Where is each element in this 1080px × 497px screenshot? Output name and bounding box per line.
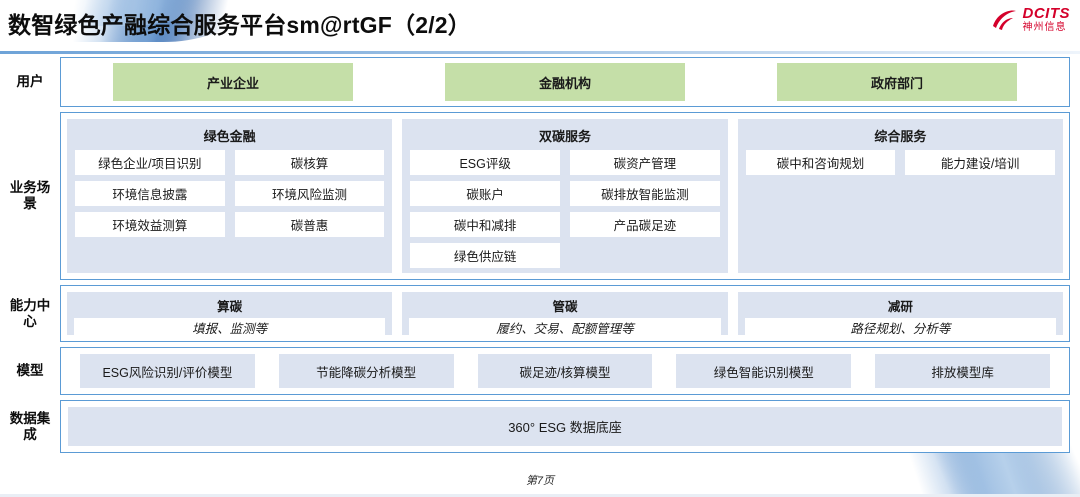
capability-group-manage-carbon[interactable]: 管碳 履约、交易、配额管理等 [402,292,728,337]
business-group-comprehensive: 综合服务 碳中和咨询规划 能力建设/培训 [737,119,1063,273]
business-group-dual-carbon: 双碳服务 ESG评级 碳资产管理 碳账户 碳排放智能监测 碳中和减排 产品碳足迹… [402,119,728,273]
row-users: 用户 产业企业 金融机构 政府部门 [0,57,1080,107]
model-cell: 节能降碳分析模型 [267,354,466,388]
capability-title: 管碳 [552,300,578,314]
group-title: 双碳服务 [538,129,591,144]
user-cell: 政府部门 [731,63,1063,101]
user-cell: 产业企业 [67,63,399,101]
company-logo: DCITS 神州信息 [990,6,1071,33]
capability-group-calc-carbon[interactable]: 算碳 填报、监测等 [67,292,393,337]
row-label-capability: 能力中心 [9,297,51,329]
data-foundation-box[interactable]: 360° ESG 数据底座 [68,407,1062,446]
model-box[interactable]: 排放模型库 [875,354,1051,388]
group-item-grid: ESG评级 碳资产管理 碳账户 碳排放智能监测 碳中和减排 产品碳足迹 绿色供应… [410,150,720,268]
row-label-users: 用户 [16,74,44,90]
row-label-data: 数据集成 [9,410,51,442]
business-item[interactable]: 环境风险监测 [234,181,385,206]
user-cell: 金融机构 [399,63,731,101]
page-title: 数智绿色产融综合服务平台sm@rtGF（2/2） [8,12,471,38]
model-cell: ESG风险识别/评价模型 [68,354,267,388]
row-panel-users: 产业企业 金融机构 政府部门 [60,57,1070,107]
group-title: 综合服务 [874,129,927,144]
business-item[interactable]: 环境信息披露 [75,181,225,206]
business-group-green-finance: 绿色金融 绿色企业/项目识别 碳核算 环境信息披露 环境风险监测 环境效益测算 … [67,119,393,273]
capability-subtitle: 履约、交易、配额管理等 [409,318,721,337]
business-item[interactable]: 碳中和减排 [410,212,560,237]
user-box-industry[interactable]: 产业企业 [113,63,353,101]
row-panel-capability: 算碳 填报、监测等 管碳 履约、交易、配额管理等 减研 路径规划、分析等 [60,285,1070,342]
capability-title: 减研 [887,300,913,314]
business-item[interactable]: 碳账户 [410,181,560,206]
row-panel-business: 绿色金融 绿色企业/项目识别 碳核算 环境信息披露 环境风险监测 环境效益测算 … [60,112,1070,280]
capability-subtitle: 填报、监测等 [74,318,386,337]
business-item[interactable]: 碳资产管理 [569,150,720,175]
row-capability-center: 能力中心 算碳 填报、监测等 管碳 履约、交易、配额管理等 减研 路径规划、分析… [0,285,1080,342]
capability-group-reduce-research[interactable]: 减研 路径规划、分析等 [737,292,1063,337]
model-cell: 排放模型库 [863,354,1062,388]
row-business-scenarios: 业务场景 绿色金融 绿色企业/项目识别 碳核算 环境信息披露 环境风险监测 环境… [0,112,1080,280]
user-box-government[interactable]: 政府部门 [777,63,1017,101]
business-item[interactable]: 绿色供应链 [410,243,560,268]
model-box[interactable]: ESG风险识别/评价模型 [79,354,255,388]
row-models: 模型 ESG风险识别/评价模型 节能降碳分析模型 碳足迹/核算模型 绿色智能识别… [0,347,1080,395]
logo-wordmark: DCITS 神州信息 [1023,6,1071,33]
architecture-diagram: 用户 产业企业 金融机构 政府部门 业务场景 绿色金融 绿色 [0,57,1080,472]
business-item-placeholder [570,243,720,268]
row-label-business: 业务场景 [9,180,51,211]
business-item[interactable]: 能力建设/培训 [905,150,1055,175]
row-panel-models: ESG风险识别/评价模型 节能降碳分析模型 碳足迹/核算模型 绿色智能识别模型 … [60,347,1070,395]
user-box-financial[interactable]: 金融机构 [445,63,685,101]
business-item[interactable]: ESG评级 [410,150,560,175]
row-panel-data: 360° ESG 数据底座 [60,400,1070,453]
business-item[interactable]: 绿色企业/项目识别 [75,150,225,175]
group-item-grid: 绿色企业/项目识别 碳核算 环境信息披露 环境风险监测 环境效益测算 碳普惠 [75,150,385,237]
row-label-model: 模型 [16,363,44,379]
model-box[interactable]: 绿色智能识别模型 [676,354,852,388]
business-item[interactable]: 碳核算 [234,150,385,175]
dcits-swirl-icon [992,10,1016,30]
group-title: 绿色金融 [203,129,256,144]
business-item[interactable]: 碳普惠 [234,212,385,237]
model-cell: 碳足迹/核算模型 [466,354,665,388]
slide-header: 数智绿色产融综合服务平台sm@rtGF（2/2） DCITS 神州信息 [0,0,1080,55]
capability-title: 算碳 [217,300,243,314]
business-item[interactable]: 产品碳足迹 [569,212,720,237]
business-item[interactable]: 碳排放智能监测 [569,181,720,206]
model-box[interactable]: 碳足迹/核算模型 [477,354,653,388]
page-footer: 第7页 [525,475,555,487]
logo-text-cn: 神州信息 [1022,22,1067,33]
header-divider [0,51,1080,54]
model-box[interactable]: 节能降碳分析模型 [278,354,454,388]
capability-subtitle: 路径规划、分析等 [744,318,1056,337]
model-cell: 绿色智能识别模型 [664,354,863,388]
business-item[interactable]: 环境效益测算 [75,212,225,237]
logo-text-en: DCITS [1022,5,1070,22]
group-item-grid: 碳中和咨询规划 能力建设/培训 [745,150,1055,175]
footer-divider [0,494,1080,497]
business-item[interactable]: 碳中和咨询规划 [745,150,896,175]
row-data-integration: 数据集成 360° ESG 数据底座 [0,400,1080,453]
